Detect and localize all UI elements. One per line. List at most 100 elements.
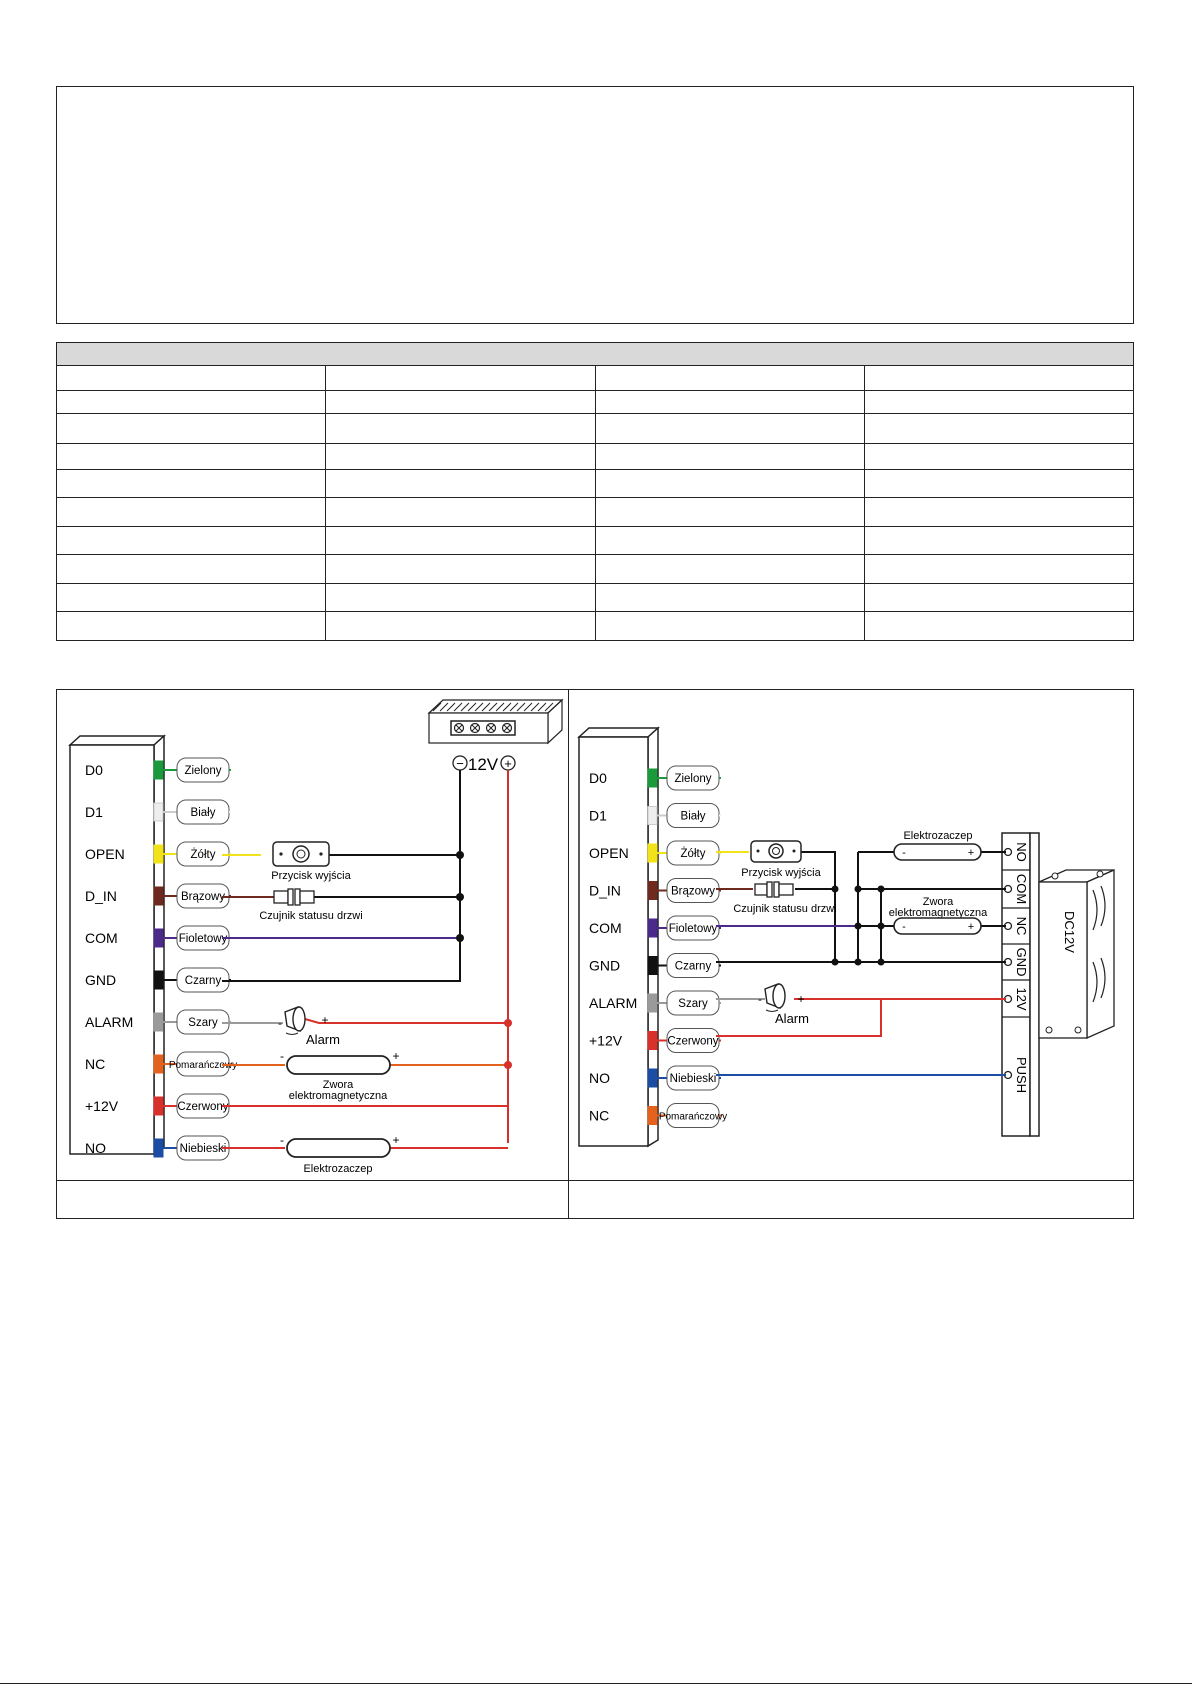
strike-plus: + xyxy=(968,847,974,859)
reader-body-top xyxy=(68,735,166,746)
table-cell-color xyxy=(594,413,865,444)
psu-terminal-label: PUSH xyxy=(1014,1057,1029,1093)
reader-body xyxy=(578,736,649,1147)
wire-label: Czerwony xyxy=(667,1036,718,1048)
wiring-table xyxy=(55,342,1135,641)
terminal-label: OPEN xyxy=(589,845,629,861)
power-supply xyxy=(427,698,564,745)
wire-color-tab xyxy=(647,918,658,938)
maglock-device xyxy=(286,1055,391,1075)
wire-color-tab xyxy=(153,802,164,822)
table-cell-color xyxy=(594,611,865,641)
dc12v-power-supply xyxy=(1038,868,1115,1040)
table-row xyxy=(55,413,1135,444)
wire-color-tab xyxy=(153,844,164,864)
terminal-label: NC xyxy=(589,1108,609,1124)
wire-color-tab xyxy=(153,886,164,906)
alarm-power-wire xyxy=(304,1018,508,1024)
terminal-label: GND xyxy=(589,958,620,974)
alarm-minus: - xyxy=(278,1016,282,1030)
psu-plus-sign: + xyxy=(504,756,512,771)
table-cell-terminal xyxy=(325,365,596,391)
wire-label: Niebieski xyxy=(670,1073,717,1085)
alarm-minus: - xyxy=(758,992,762,1006)
reader-body xyxy=(69,744,155,1155)
terminal-label: GND xyxy=(85,972,116,988)
wire-label: Czarny xyxy=(675,961,712,973)
table-row xyxy=(55,583,1135,612)
wire-color-tab xyxy=(647,1031,658,1050)
alarm-label: Alarm xyxy=(306,1032,340,1047)
wire-label: Pomarańczowy xyxy=(169,1060,237,1071)
table-row xyxy=(55,390,1135,414)
alarm-plus: + xyxy=(797,992,804,1006)
gnd-wire xyxy=(222,974,461,982)
wire-label: Żółty xyxy=(681,847,706,860)
exit-button-device xyxy=(750,840,802,863)
table-row xyxy=(55,554,1135,584)
wire-color-tab xyxy=(153,1138,164,1158)
wire-color-tab xyxy=(647,956,658,975)
wire-label: Żółty xyxy=(191,848,216,861)
table-cell-color xyxy=(594,526,865,555)
table-header-row xyxy=(56,342,1134,366)
table-cell-no xyxy=(55,526,327,555)
wire-color-tab xyxy=(153,1012,164,1032)
table-cell-description xyxy=(863,443,1135,470)
exit-button-label: Przycisk wyjścia xyxy=(741,867,821,879)
wire-color-tab xyxy=(647,1068,658,1088)
maglock-plus: + xyxy=(968,921,974,933)
wire-label: Pomarańczowy xyxy=(659,1112,727,1123)
table-row xyxy=(55,469,1135,498)
exit-button-device xyxy=(272,841,330,867)
maglock-label-1: Zwora xyxy=(323,1079,354,1091)
psu-terminal-label: NO xyxy=(1014,842,1029,862)
strike-minus: - xyxy=(280,1133,284,1147)
exit-button-label: Przycisk wyjścia xyxy=(271,870,351,882)
table-cell-no xyxy=(55,583,327,612)
table-cell-description xyxy=(863,611,1135,641)
maglock-minus: - xyxy=(902,921,906,933)
panel-divider xyxy=(568,690,569,1218)
table-cell-no xyxy=(55,611,327,641)
table-cell-terminal xyxy=(325,554,596,584)
table-cell-no xyxy=(55,365,327,391)
strike-device xyxy=(286,1138,391,1158)
table-row xyxy=(55,443,1135,470)
wire-label: Fioletowy xyxy=(179,933,228,945)
terminal-label: D1 xyxy=(589,808,607,824)
wire-label: Czerwony xyxy=(177,1101,228,1113)
table-cell-description xyxy=(863,554,1135,584)
table-cell-no xyxy=(55,443,327,470)
wire-label: Niebieski xyxy=(180,1143,227,1155)
table-cell-description xyxy=(863,469,1135,498)
strike-minus: - xyxy=(902,847,906,859)
wire-label: Zielony xyxy=(184,765,221,777)
table-header-cell xyxy=(56,342,1134,366)
psu-terminal-label: COM xyxy=(1014,874,1029,904)
dc12v-label: DC12V xyxy=(1062,911,1077,953)
alarm-plus: + xyxy=(321,1013,328,1027)
maglock-device xyxy=(893,917,982,935)
terminal-label: +12V xyxy=(85,1098,119,1114)
table-cell-color xyxy=(594,554,865,584)
wire-color-tab xyxy=(153,970,164,990)
table-cell-terminal xyxy=(325,583,596,612)
maglock-minus: - xyxy=(280,1049,284,1063)
wire-color-tab xyxy=(647,1106,658,1125)
table-cell-description xyxy=(863,583,1135,612)
table-cell-description xyxy=(863,390,1135,414)
wire-label: Szary xyxy=(678,998,708,1010)
wire-color-tab xyxy=(153,1054,164,1074)
table-cell-terminal xyxy=(325,526,596,555)
table-cell-color xyxy=(594,583,865,612)
description-box xyxy=(56,86,1134,324)
door-sensor-device xyxy=(273,888,315,906)
terminal-label: D0 xyxy=(85,762,103,778)
terminal-label: OPEN xyxy=(85,846,125,862)
table-cell-color xyxy=(594,365,865,391)
table-row xyxy=(55,497,1135,527)
maglock-plus: + xyxy=(392,1049,399,1063)
terminal-label: NO xyxy=(85,1140,106,1156)
wire-label: Zielony xyxy=(674,773,711,785)
